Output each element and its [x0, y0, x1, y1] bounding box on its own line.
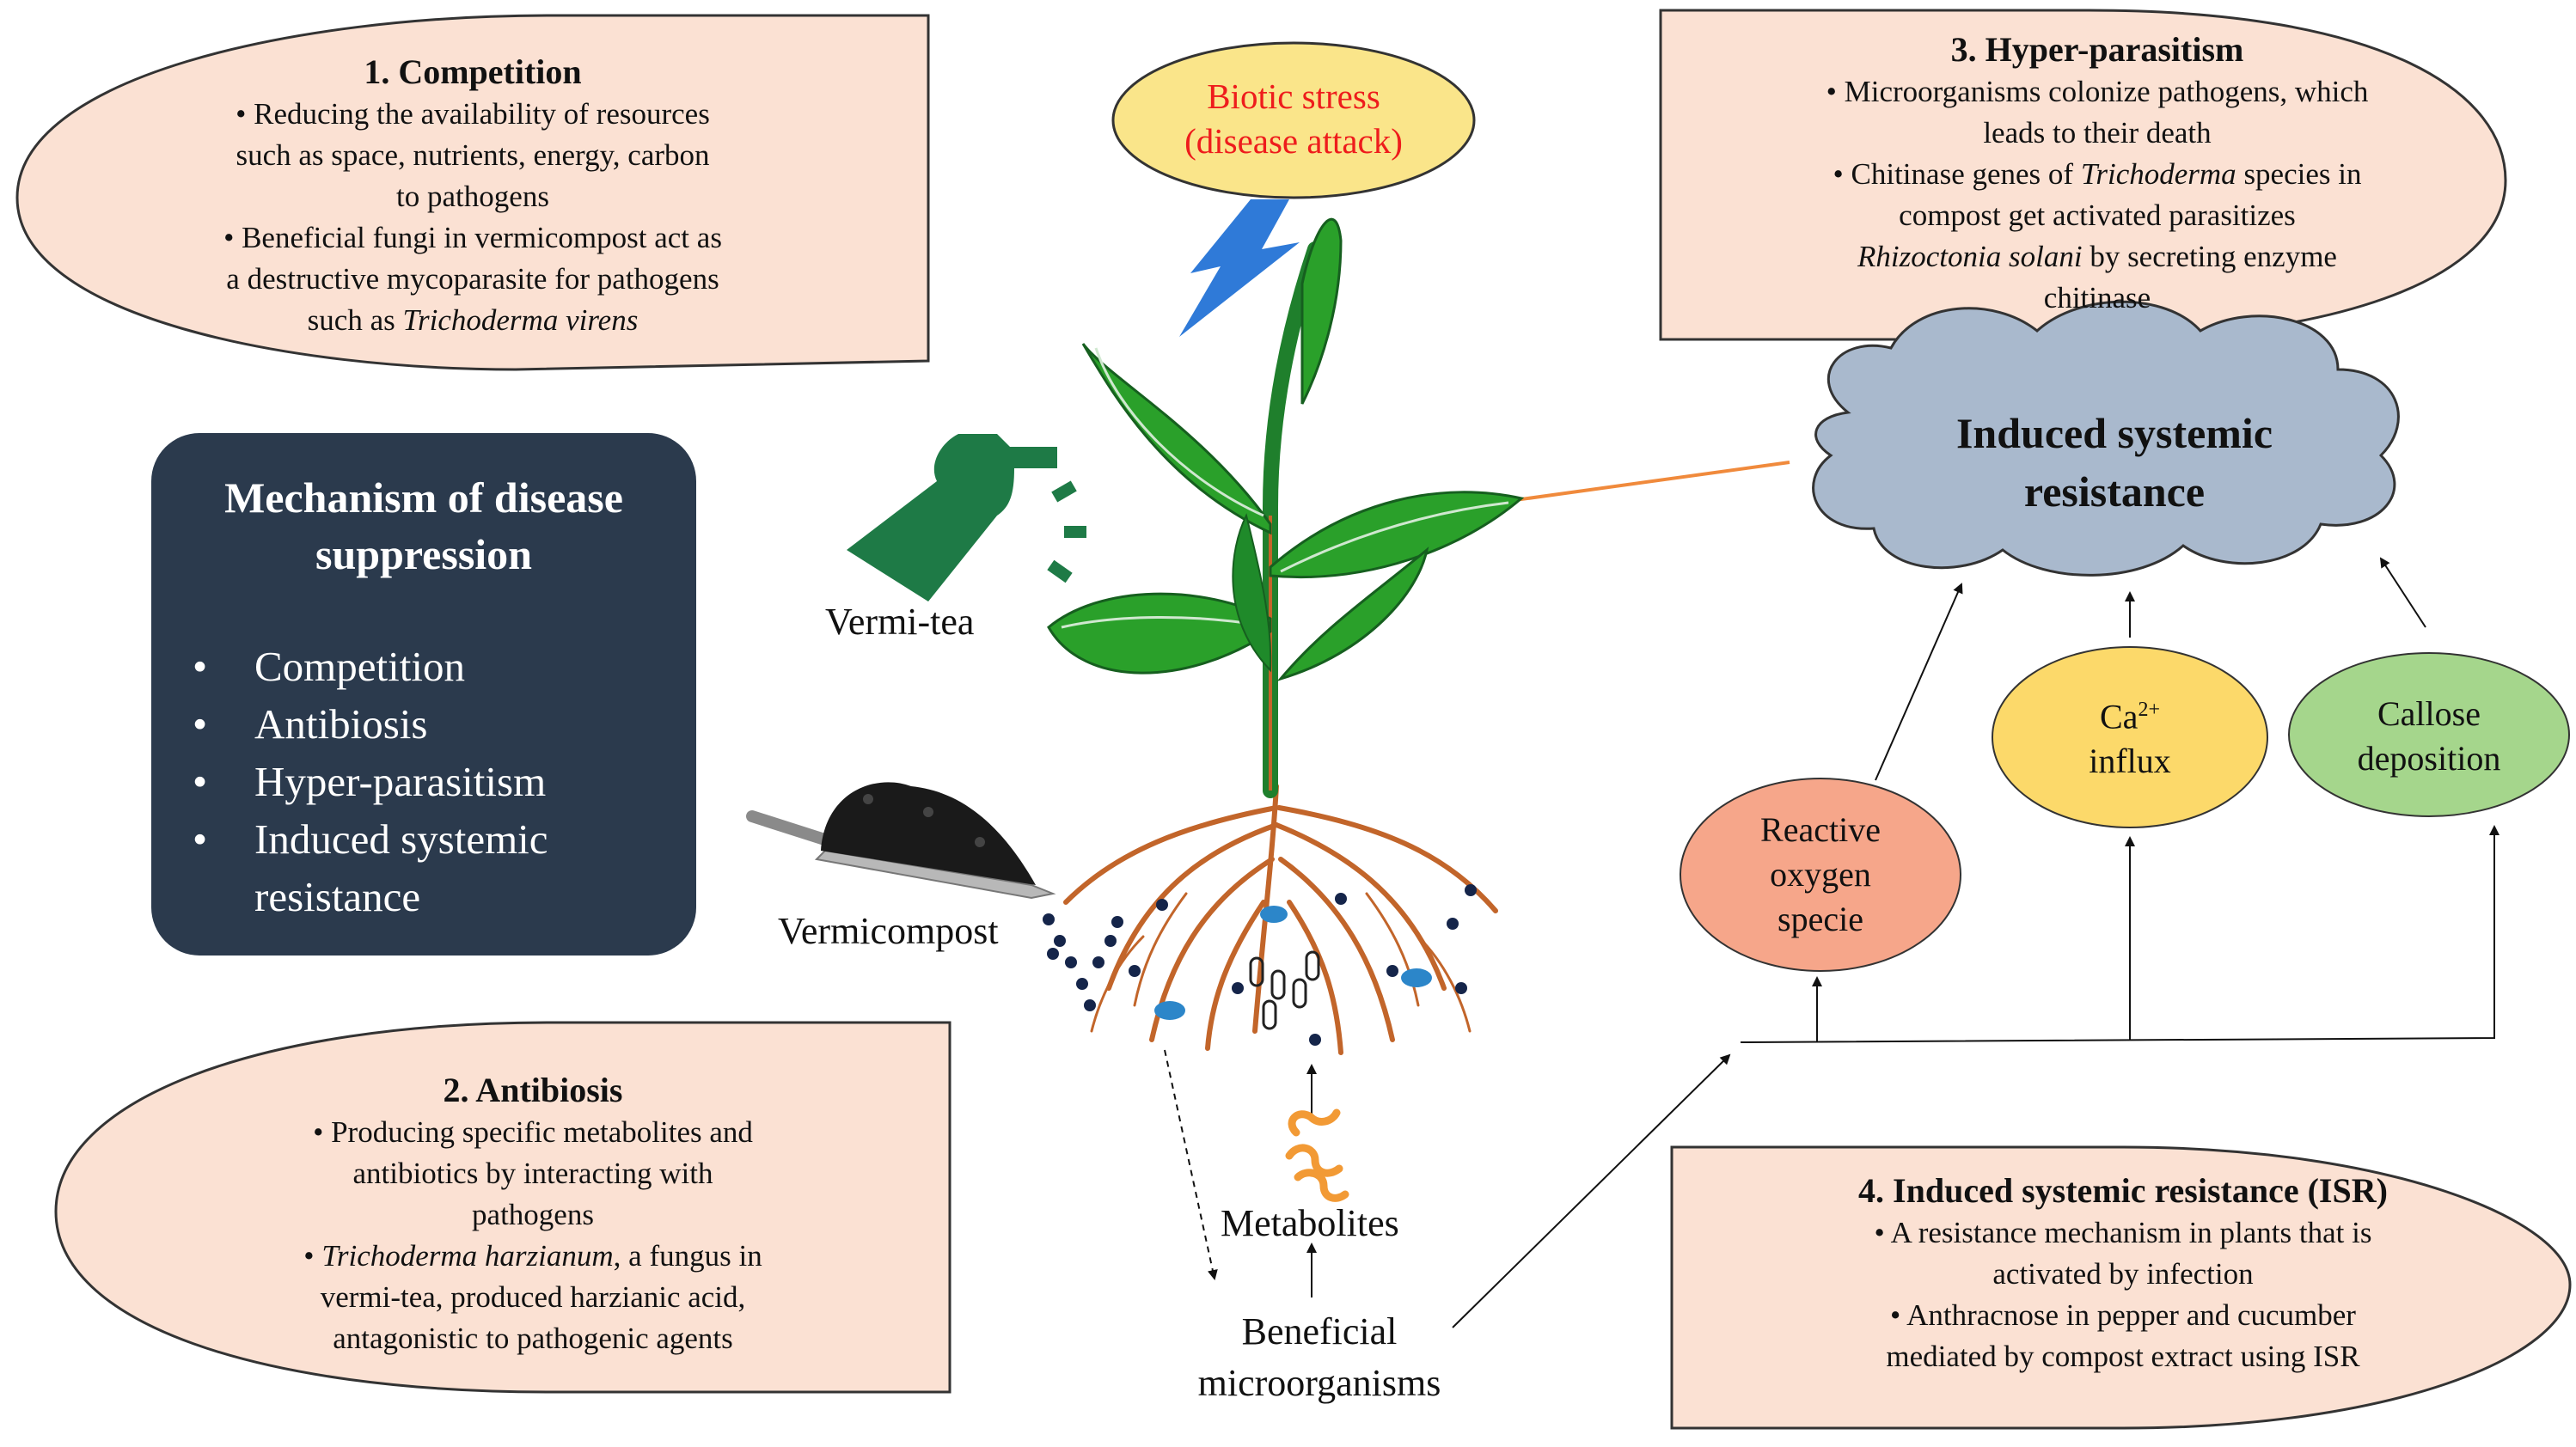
antibiosis-b2: • Trichoderma harzianum, a fungus in — [303, 1239, 762, 1273]
hyper-b2-l2: compost get activated parasitizes — [1899, 198, 2296, 232]
antibiosis-box: 2. Antibiosis • Producing specific metab… — [146, 1070, 920, 1359]
competition-bullets: • Reducing the availability of resources… — [69, 94, 877, 341]
beneficial-microorganisms-label: Beneficial microorganisms — [1197, 1310, 1441, 1404]
competition-b2-l2: a destructive mycoparasite for pathogens — [226, 262, 719, 296]
panel-title-line1: Mechanism of disease — [224, 473, 623, 522]
isr-b2-l2: mediated by compost extract using ISR — [1886, 1340, 2360, 1373]
biotic-stress-label: Biotic stress (disease attack) — [1184, 76, 1403, 161]
metabolites-icon — [1285, 1108, 1349, 1202]
vermicompost-label: Vermicompost — [778, 910, 999, 952]
plant-leaves — [1047, 217, 1525, 681]
isr-b2: • Anthracnose in pepper and cucumber — [1890, 1298, 2356, 1332]
competition-b1-l3: to pathogens — [396, 180, 549, 213]
panel-item-hyper-parasitism: Hyper-parasitism — [193, 753, 548, 810]
hyper-title: 3. Hyper-parasitism — [1950, 30, 2244, 69]
panel-title-line2: suppression — [315, 530, 532, 578]
panel-title: Mechanism of disease suppression — [151, 469, 696, 583]
antibiosis-title: 2. Antibiosis — [443, 1071, 623, 1109]
panel-item-competition: Competition — [193, 638, 548, 695]
antibiosis-bullets: • Producing specific metabolites and ant… — [146, 1112, 920, 1359]
hyper-b2: • Chitinase genes of Trichoderma species… — [1833, 157, 2362, 191]
isr-title: 4. Induced systemic resistance (ISR) — [1858, 1171, 2388, 1210]
vermicompost-shovel-icon — [746, 782, 1056, 900]
antibiosis-b2-l3: antagonistic to pathogenic agents — [333, 1322, 733, 1355]
competition-b2-l3: such as Trichoderma virens — [307, 303, 639, 337]
isr-cloud-shape — [1812, 300, 2400, 577]
competition-title: 1. Competition — [364, 52, 582, 91]
hyper-bullets: • Microorganisms colonize pathogens, whi… — [1710, 71, 2484, 319]
hyper-b1: • Microorganisms colonize pathogens, whi… — [1826, 75, 2369, 108]
biotic-stress-oval — [1111, 41, 1476, 199]
antibiosis-b1-l2: antibiotics by interacting with — [352, 1157, 713, 1190]
mechanism-panel: Mechanism of disease suppression Competi… — [151, 433, 696, 956]
arrow-beneficial-to-bus — [1452, 1053, 1731, 1328]
arrow-ros-to-cloud — [1875, 583, 1963, 781]
metabolites-label: Metabolites — [1221, 1202, 1399, 1244]
soil-microbes — [1129, 884, 1477, 1046]
panel-item-isr: Induced systemic — [193, 810, 548, 868]
lightning-icon — [1179, 199, 1300, 337]
competition-b1: • Reducing the availability of resources — [236, 97, 710, 131]
antibiosis-b1-l3: pathogens — [472, 1198, 594, 1231]
antibiosis-b1: • Producing specific metabolites and — [313, 1115, 753, 1149]
hyper-b1-l2: leads to their death — [1983, 116, 2212, 150]
ros-label: Reactive oxygen specie — [1760, 810, 1881, 938]
hyper-box: 3. Hyper-parasitism • Microorganisms col… — [1710, 29, 2484, 319]
arrow-roots-to-beneficial — [1164, 1049, 1218, 1280]
panel-item-antibiosis: Antibiosis — [193, 695, 548, 753]
competition-box-shape — [15, 14, 930, 371]
isr-b1-l2: activated by infection — [1992, 1257, 2254, 1291]
bus-line — [1740, 825, 2500, 1043]
isr-bullets: • A resistance mechanism in plants that … — [1710, 1212, 2536, 1377]
compost-dots — [1043, 913, 1123, 1011]
antibiosis-box-shape — [54, 1021, 951, 1394]
vermitea-label: Vermi-tea — [825, 601, 975, 643]
hyper-b2-l4: chitinase — [2043, 281, 2151, 314]
panel-list: Competition Antibiosis Hyper-parasitism … — [193, 638, 548, 925]
ca-oval — [1992, 646, 2268, 828]
callose-label: Callose deposition — [2357, 694, 2501, 778]
isr-cloud-label: Induced systemic resistance — [1955, 409, 2273, 516]
competition-box: 1. Competition • Reducing the availabili… — [69, 52, 877, 341]
antibiosis-b2-l2: vermi-tea, produced harzianic acid, — [320, 1280, 746, 1314]
arrow-callose-to-cloud — [2379, 557, 2426, 628]
spray-bottle-icon — [847, 434, 1086, 601]
competition-b1-l2: such as space, nutrients, energy, carbon — [236, 138, 710, 172]
ros-oval — [1680, 778, 1961, 972]
isr-box: 4. Induced systemic resistance (ISR) • A… — [1710, 1170, 2536, 1377]
panel-item-isr-cont: resistance — [254, 873, 421, 920]
ca-label: Ca2+ influx — [2089, 697, 2171, 781]
isr-b1: • A resistance mechanism in plants that … — [1874, 1216, 2372, 1249]
hyper-b2-l3: Rhizoctonia solani by secreting enzyme — [1857, 240, 2337, 273]
callose-oval — [2288, 652, 2570, 817]
isr-box-shape — [1670, 1145, 2572, 1430]
competition-b2: • Beneficial fungi in vermicompost act a… — [223, 221, 722, 254]
